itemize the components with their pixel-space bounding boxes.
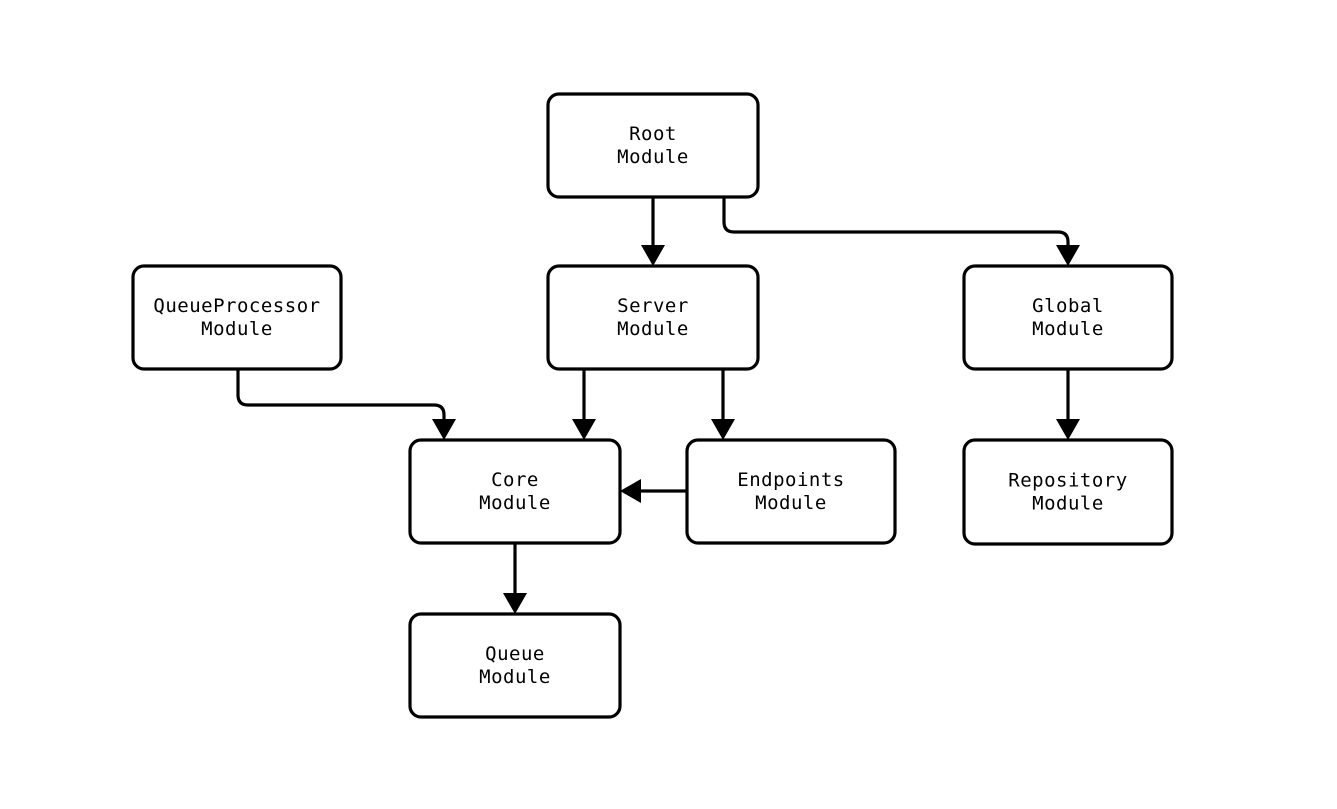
node-box[interactable]	[546, 264, 760, 371]
node-label-primary: QueueProcessor	[153, 295, 320, 317]
node-box[interactable]	[546, 92, 760, 199]
edge-arrowhead	[572, 419, 596, 440]
edge-arrowhead	[503, 593, 527, 614]
node-label-secondary: Module	[479, 666, 551, 688]
edge-global-to-repository	[1056, 369, 1080, 440]
edge-line	[722, 197, 1070, 247]
edges-layer	[236, 197, 1080, 614]
node-box[interactable]	[131, 264, 343, 371]
edge-server-to-core	[572, 369, 596, 440]
node-box[interactable]	[685, 438, 897, 545]
node-label-secondary: Module	[1032, 493, 1104, 515]
nodes-layer: RootModuleQueueProcessorModuleServerModu…	[131, 92, 1174, 719]
edge-queueprocessor-to-core	[236, 369, 456, 440]
node-box[interactable]	[408, 612, 622, 719]
node-box[interactable]	[962, 438, 1174, 546]
edge-arrowhead	[432, 419, 456, 440]
edge-arrowhead	[641, 245, 665, 266]
edge-root-to-server	[641, 197, 665, 266]
edge-arrowhead	[620, 479, 641, 503]
edge-root-to-global	[722, 197, 1080, 266]
edge-arrowhead	[711, 419, 735, 440]
node-label-secondary: Module	[755, 492, 827, 514]
edge-endpoints-to-core	[620, 479, 687, 503]
edge-line	[236, 369, 446, 421]
edge-server-to-endpoints	[711, 369, 735, 440]
edge-arrowhead	[1056, 245, 1080, 266]
node-box[interactable]	[408, 438, 622, 545]
node-label-secondary: Module	[201, 318, 273, 340]
node-box[interactable]	[962, 264, 1174, 371]
edge-core-to-queue	[503, 543, 527, 614]
edge-arrowhead	[1056, 419, 1080, 440]
node-label-secondary: Module	[479, 492, 551, 514]
node-label-primary: Core	[491, 469, 539, 491]
node-label-primary: Repository	[1008, 470, 1127, 492]
node-label-secondary: Module	[1032, 318, 1104, 340]
node-label-secondary: Module	[617, 146, 689, 168]
node-label-primary: Queue	[485, 643, 545, 665]
node-label-primary: Root	[629, 123, 677, 145]
node-label-primary: Server	[617, 295, 689, 317]
node-label-secondary: Module	[617, 318, 689, 340]
node-label-primary: Global	[1032, 295, 1104, 317]
node-label-primary: Endpoints	[737, 469, 844, 491]
